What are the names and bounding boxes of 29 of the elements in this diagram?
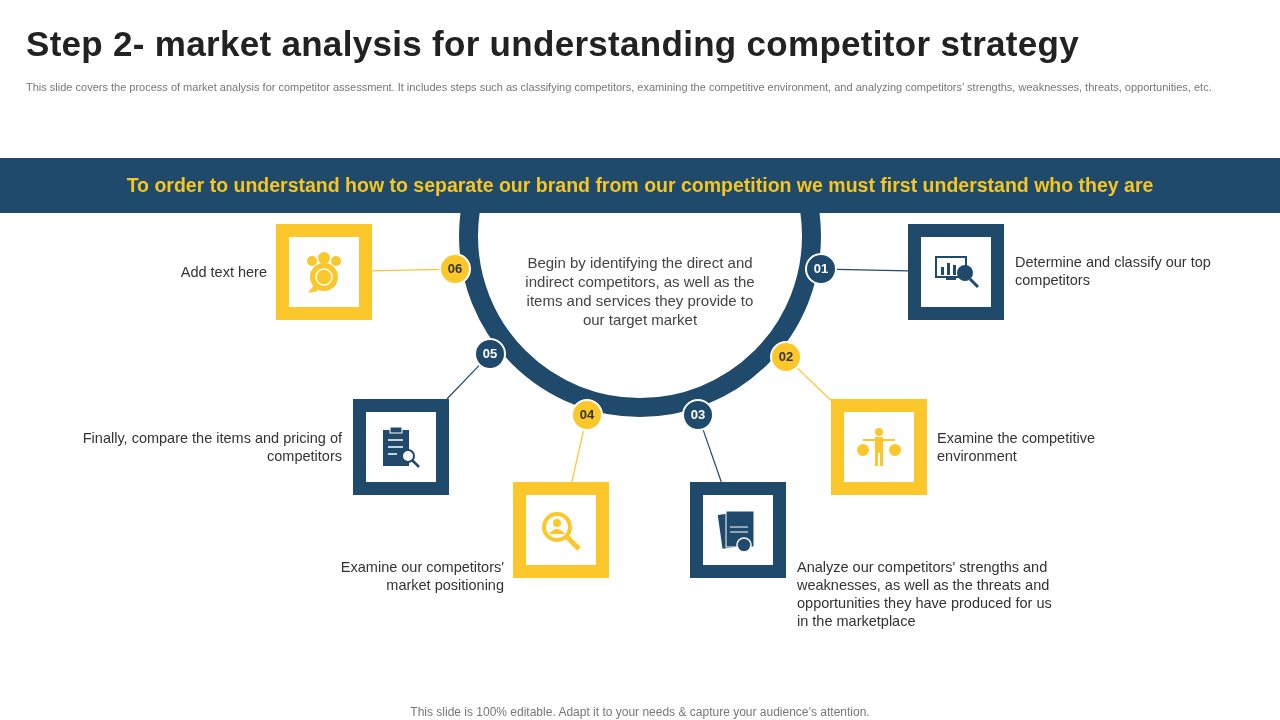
step-description: Finally, compare the items and pricing of competitors <box>82 429 342 465</box>
connector-line <box>371 268 440 272</box>
icon-frame <box>908 224 1004 320</box>
number-badge: 04 <box>571 399 603 431</box>
icon-frame <box>513 482 609 578</box>
number-badge: 02 <box>770 341 802 373</box>
step-description: Examine the competitive environment <box>937 429 1096 465</box>
slide-title: Step 2- market analysis for understanding competitor strategy <box>26 24 1079 64</box>
footer-note: This slide is 100% editable. Adapt it to your needs & capture your audience’s attention. <box>409 705 871 719</box>
number-badge: 05 <box>474 338 506 370</box>
step-description: Analyze our competitors' strengths and weaknesses, as well as the threats and opportunities they have produced for us in the marketplace <box>797 558 1053 630</box>
icon-frame <box>690 482 786 578</box>
number-badge: 03 <box>682 399 714 431</box>
connector-line <box>571 430 585 483</box>
step-description: Determine and classify our top competitors <box>1015 253 1212 289</box>
icon-frame <box>831 399 927 495</box>
connector-line <box>446 364 480 400</box>
banner: To order to understand how to separate our brand from our competition we must first understand who they are <box>0 158 1280 213</box>
subtitle-text: This slide covers the process of market analysis for competitor assessment. It includes steps such as classifying competitors, examining the competitive environment, and analyzing competitors’ strengths, weaknesses, threats, opportunities, etc. <box>26 80 1213 94</box>
icon-frame <box>276 224 372 320</box>
connector-line <box>702 429 722 483</box>
number-badge: 06 <box>439 253 471 285</box>
step-description: Add text here <box>179 263 267 281</box>
center-text: Begin by identifying the direct and indirect competitors, as well as the items and services they provide to our target market <box>524 253 756 329</box>
step-description: Examine our competitors' market positioning <box>339 558 504 594</box>
connector-line <box>796 367 832 402</box>
number-badge: 01 <box>805 253 837 285</box>
connector-line <box>836 268 909 272</box>
icon-frame <box>353 399 449 495</box>
